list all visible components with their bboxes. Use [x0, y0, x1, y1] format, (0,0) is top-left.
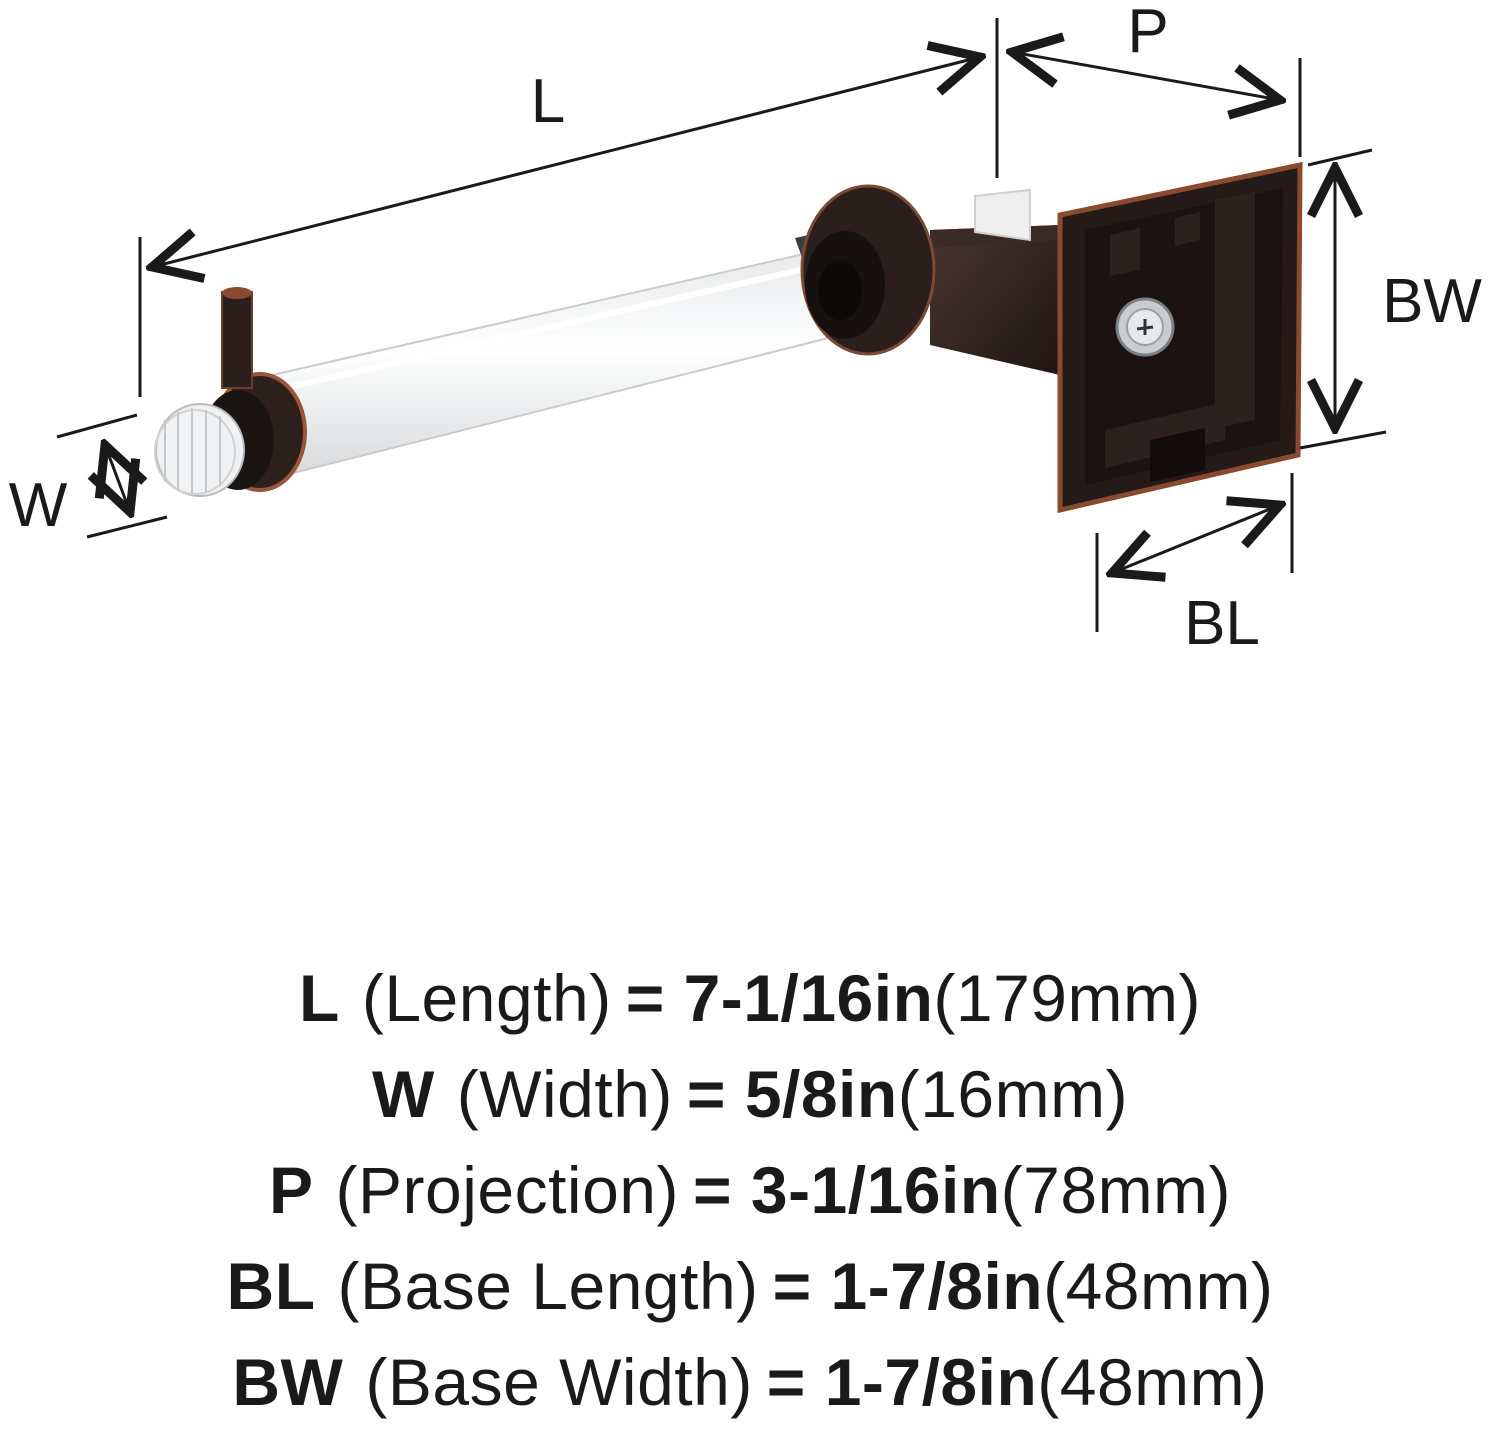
spec-base-width: BW (Base Width)= 1-7/8in(48mm) [0, 1334, 1500, 1430]
paper-holder-illustration [154, 161, 1303, 514]
spec-key: L [299, 961, 340, 1035]
spec-desc: (Base Width) [365, 1345, 753, 1419]
spec-key: P [269, 1153, 314, 1227]
base-plate [1057, 161, 1303, 514]
dimension-P: P [1012, 0, 1302, 157]
spec-metric: (48mm) [1037, 1345, 1268, 1419]
label-L: L [531, 67, 565, 136]
spec-desc: (Width) [456, 1057, 673, 1131]
spec-eq: = [692, 1153, 733, 1227]
spec-base-length: BL (Base Length)= 1-7/8in(48mm) [0, 1238, 1500, 1334]
label-BW: BW [1382, 267, 1482, 336]
dimension-BW: BW [1299, 148, 1482, 450]
spec-metric: (48mm) [1043, 1249, 1274, 1323]
dimension-W: W [9, 413, 168, 540]
spec-imperial: 5/8in [744, 1057, 898, 1131]
end-cap [154, 287, 307, 497]
spec-key: BW [232, 1345, 344, 1419]
product-dimension-diagram: L P BW BL W [9, 0, 1483, 658]
spec-imperial: 1-7/8in [824, 1345, 1038, 1419]
spec-metric: (16mm) [897, 1057, 1129, 1131]
spec-eq: = [766, 1345, 806, 1419]
spec-eq: = [686, 1057, 726, 1131]
spec-imperial: 3-1/16in [750, 1153, 1001, 1227]
spec-eq: = [625, 961, 665, 1035]
label-W: W [9, 471, 68, 540]
spec-key: BL [226, 1249, 316, 1323]
support-arm [930, 225, 1060, 375]
spec-width: W (Width)= 5/8in(16mm) [0, 1046, 1500, 1142]
spec-eq: = [772, 1249, 812, 1323]
end-pin [221, 291, 253, 389]
spec-desc: (Base Length) [337, 1249, 759, 1323]
label-P: P [1127, 0, 1168, 66]
spec-desc: (Length) [361, 961, 612, 1035]
spec-metric: (179mm) [933, 961, 1201, 1035]
spec-imperial: 7-1/16in [683, 961, 934, 1035]
clear-rod [248, 246, 862, 477]
spec-length: L (Length)= 7-1/16in(179mm) [0, 950, 1500, 1046]
spec-imperial: 1-7/8in [830, 1249, 1044, 1323]
spec-desc: (Projection) [335, 1153, 679, 1227]
spec-key: W [371, 1057, 435, 1131]
dimension-L: L [138, 18, 999, 397]
spec-metric: (78mm) [1000, 1153, 1231, 1227]
dimension-specs: L(Length)= 7-1/16in(179mm) W(Width)= 5/8… [0, 950, 1500, 1430]
spec-projection: P (Projection)= 3-1/16in(78mm) [0, 1142, 1500, 1238]
dimension-BL: BL [1095, 473, 1294, 658]
label-BL: BL [1184, 589, 1260, 658]
